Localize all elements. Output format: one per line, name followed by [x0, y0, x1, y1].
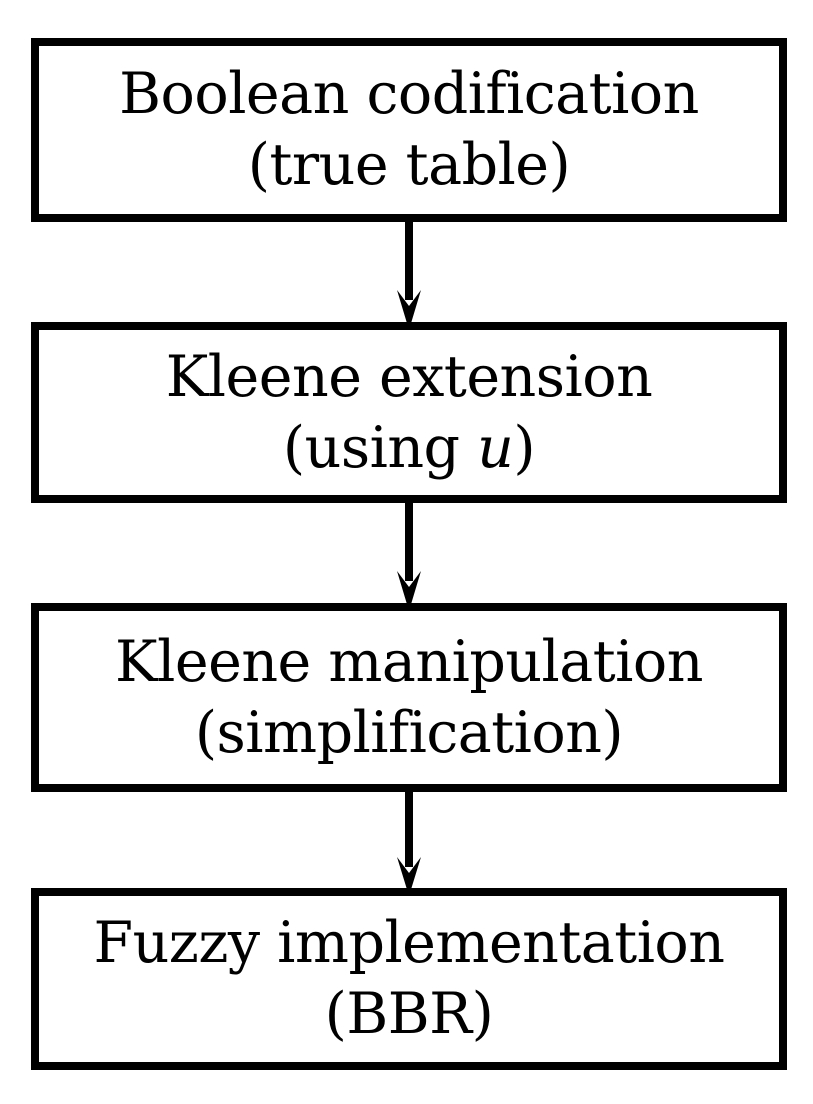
node-2-line-1: Kleene extension [165, 343, 653, 410]
node-2-line-2-suffix: ) [513, 414, 536, 481]
node-1-line-2: (true table) [247, 132, 571, 198]
node-2-line-2-variable: u [477, 414, 514, 481]
flowchart-node-kleene-manipulation[interactable]: Kleene manipulation (simplification) [31, 603, 787, 792]
flowchart-arrow-2 [385, 495, 433, 611]
flowchart-arrow-1 [385, 214, 433, 330]
flowchart-node-fuzzy-implementation[interactable]: Fuzzy implementation (BBR) [31, 888, 787, 1070]
flowchart-node-kleene-extension[interactable]: Kleene extension (using u) [31, 322, 787, 503]
flowchart-node-boolean-codification[interactable]: Boolean codification (true table) [31, 38, 787, 222]
node-2-line-2: (using u) [282, 413, 536, 484]
node-4-line-2: (BBR) [324, 981, 494, 1047]
node-3-line-1: Kleene manipulation [115, 628, 703, 695]
node-2-line-2-prefix: (using [282, 414, 478, 481]
node-1-line-1: Boolean codification [119, 61, 699, 128]
node-4-line-1: Fuzzy implementation [93, 910, 725, 977]
node-3-line-2: (simplification) [194, 699, 624, 766]
flowchart-arrow-3 [385, 784, 433, 896]
